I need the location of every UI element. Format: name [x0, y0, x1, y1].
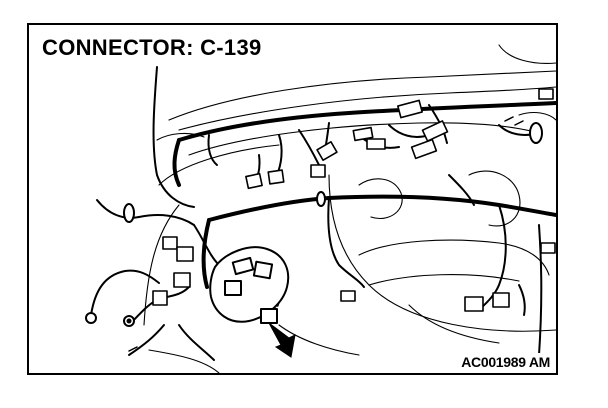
connector-icon — [366, 138, 386, 150]
connector-c139-icon — [260, 308, 278, 324]
ground-terminal-group — [85, 312, 135, 327]
connector-icon — [176, 246, 194, 262]
connector-icon — [464, 296, 484, 312]
instrument-panel-outline — [143, 44, 556, 373]
grommet-group — [123, 122, 543, 223]
grommet-icon — [529, 122, 543, 144]
connector-icon — [540, 242, 556, 254]
connector-icon — [245, 172, 263, 190]
wiring-harness-diagram — [85, 44, 556, 373]
ground-terminal-icon — [126, 318, 132, 324]
connector-icon — [538, 88, 554, 100]
connector-icon — [340, 290, 356, 302]
main-harness — [172, 101, 556, 289]
connector-icon — [267, 169, 285, 185]
figure-title: CONNECTOR: C-139 — [39, 35, 265, 61]
arrow-pointer-icon — [268, 322, 296, 358]
connector-icon — [310, 164, 326, 178]
ground-terminal-icon — [85, 312, 97, 324]
grommet-icon — [123, 203, 135, 223]
connector-icon — [397, 99, 423, 119]
junction-block — [209, 246, 290, 324]
connector-icon — [492, 292, 510, 308]
connector-icon — [316, 141, 338, 161]
connector-icon — [352, 126, 374, 142]
connector-icon — [162, 236, 178, 250]
connector-icon — [173, 272, 191, 288]
connector-icon — [152, 290, 168, 306]
connector-icon — [421, 120, 449, 142]
hatch-marks — [128, 116, 524, 352]
diagram-frame: CONNECTOR: C-139 AC001989 AM — [27, 23, 558, 375]
figure-code: AC001989 AM — [459, 353, 552, 371]
branch-wires — [90, 66, 543, 361]
grommet-icon — [316, 191, 326, 207]
connector-icon — [410, 138, 438, 160]
